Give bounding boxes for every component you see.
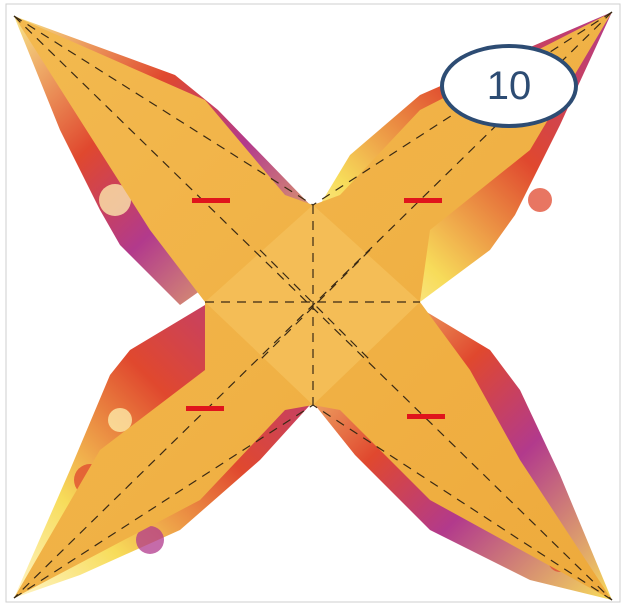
step-number-badge: 10: [440, 44, 578, 128]
minus-marker-top-right: [404, 198, 442, 203]
minus-marker-bottom-right: [407, 414, 445, 419]
step-number: 10: [487, 66, 532, 106]
minus-marker-bottom-left: [186, 406, 224, 411]
minus-marker-top-left: [192, 198, 230, 203]
